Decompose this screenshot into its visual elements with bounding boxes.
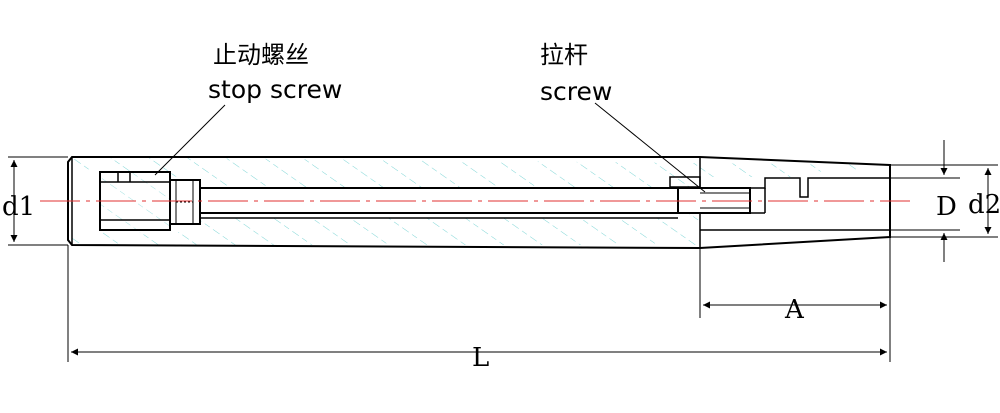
- dimension-A-label: A: [784, 295, 805, 325]
- stop-screw-label-cn: 止动螺丝: [213, 41, 309, 69]
- pull-rod-screw: [669, 176, 890, 231]
- stop-screw-label-en: stop screw: [208, 75, 342, 104]
- dimension-D: [890, 140, 960, 262]
- stop-screw-leader: [154, 104, 226, 176]
- screw-leader: [594, 102, 706, 193]
- dimension-L: [67, 245, 891, 362]
- dimension-d2-label: d2: [968, 190, 1000, 220]
- dimension-d1-label: d1: [2, 192, 35, 222]
- hatch-lower-wall: [68, 213, 700, 245]
- screw-label-en: screw: [540, 77, 612, 106]
- screw-label-cn: 拉杆: [540, 41, 588, 69]
- hatch-upper-wall: [68, 157, 890, 188]
- dimension-A: [699, 237, 891, 318]
- dimension-d2: [890, 164, 998, 238]
- dimension-D-label: D: [936, 192, 957, 222]
- dimension-d1: [8, 156, 68, 246]
- dimension-L-label: L: [472, 343, 489, 373]
